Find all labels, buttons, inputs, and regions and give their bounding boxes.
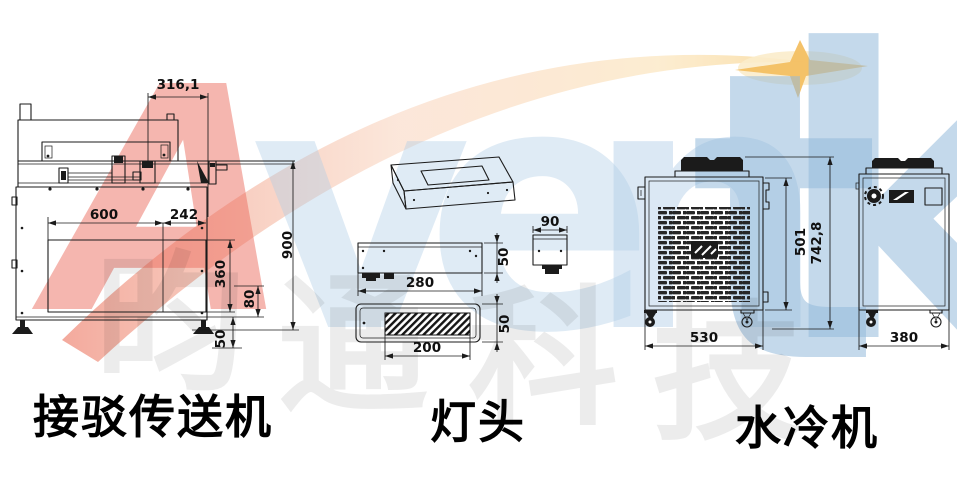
lamp-end-view: 90: [532, 214, 568, 274]
dim-chiller-body-height: 501: [793, 228, 809, 256]
dim-conveyor-foot-height: 50: [213, 330, 229, 349]
dim-lamp-front-height: 50: [496, 248, 512, 267]
dim-conveyor-right-width: 242: [170, 207, 198, 223]
dim-lamp-window-height: 50: [497, 315, 513, 334]
dim-lamp-front-length: 280: [406, 275, 434, 291]
lamp-front-view: 50 280: [357, 233, 512, 296]
caption-water-chiller: 水冷机: [735, 401, 879, 455]
dim-chiller-side-width: 380: [890, 330, 918, 346]
dim-lamp-window-length: 200: [413, 340, 441, 356]
caption-lamp-head: 灯头: [430, 395, 526, 449]
lamp-isometric-view: [390, 156, 516, 210]
chiller-height-dimensions: 501 742,8: [745, 156, 834, 330]
swoosh-arc: [62, 54, 808, 362]
chiller-drawing: 530 501 742,8: [637, 156, 950, 350]
dim-lamp-end-width: 90: [541, 214, 560, 230]
chiller-front-view: 530: [637, 157, 770, 350]
lamp-bottom-view: 50 200: [355, 294, 513, 360]
caption-conveyor: 接驳传送机: [33, 390, 273, 444]
chiller-side-view: 380: [855, 158, 950, 350]
conveyor-dimensions: 316,1 600 242 900 360 80 50: [47, 77, 299, 349]
dim-conveyor-panel-height: 360: [213, 260, 229, 288]
dim-conveyor-total-height: 900: [280, 231, 296, 259]
dim-conveyor-foot-gap: 80: [242, 290, 258, 309]
conveyor-drawing: 316,1 600 242 900 360 80 50: [11, 77, 299, 349]
dim-conveyor-belt-width: 600: [90, 207, 118, 223]
lamp-head-drawing: 50 280 90 50: [355, 156, 568, 360]
dim-chiller-total-height: 742,8: [809, 222, 825, 265]
sparkle-star-icon: [735, 40, 868, 98]
dim-chiller-front-width: 530: [690, 330, 718, 346]
dim-conveyor-top-width: 316,1: [157, 77, 200, 93]
